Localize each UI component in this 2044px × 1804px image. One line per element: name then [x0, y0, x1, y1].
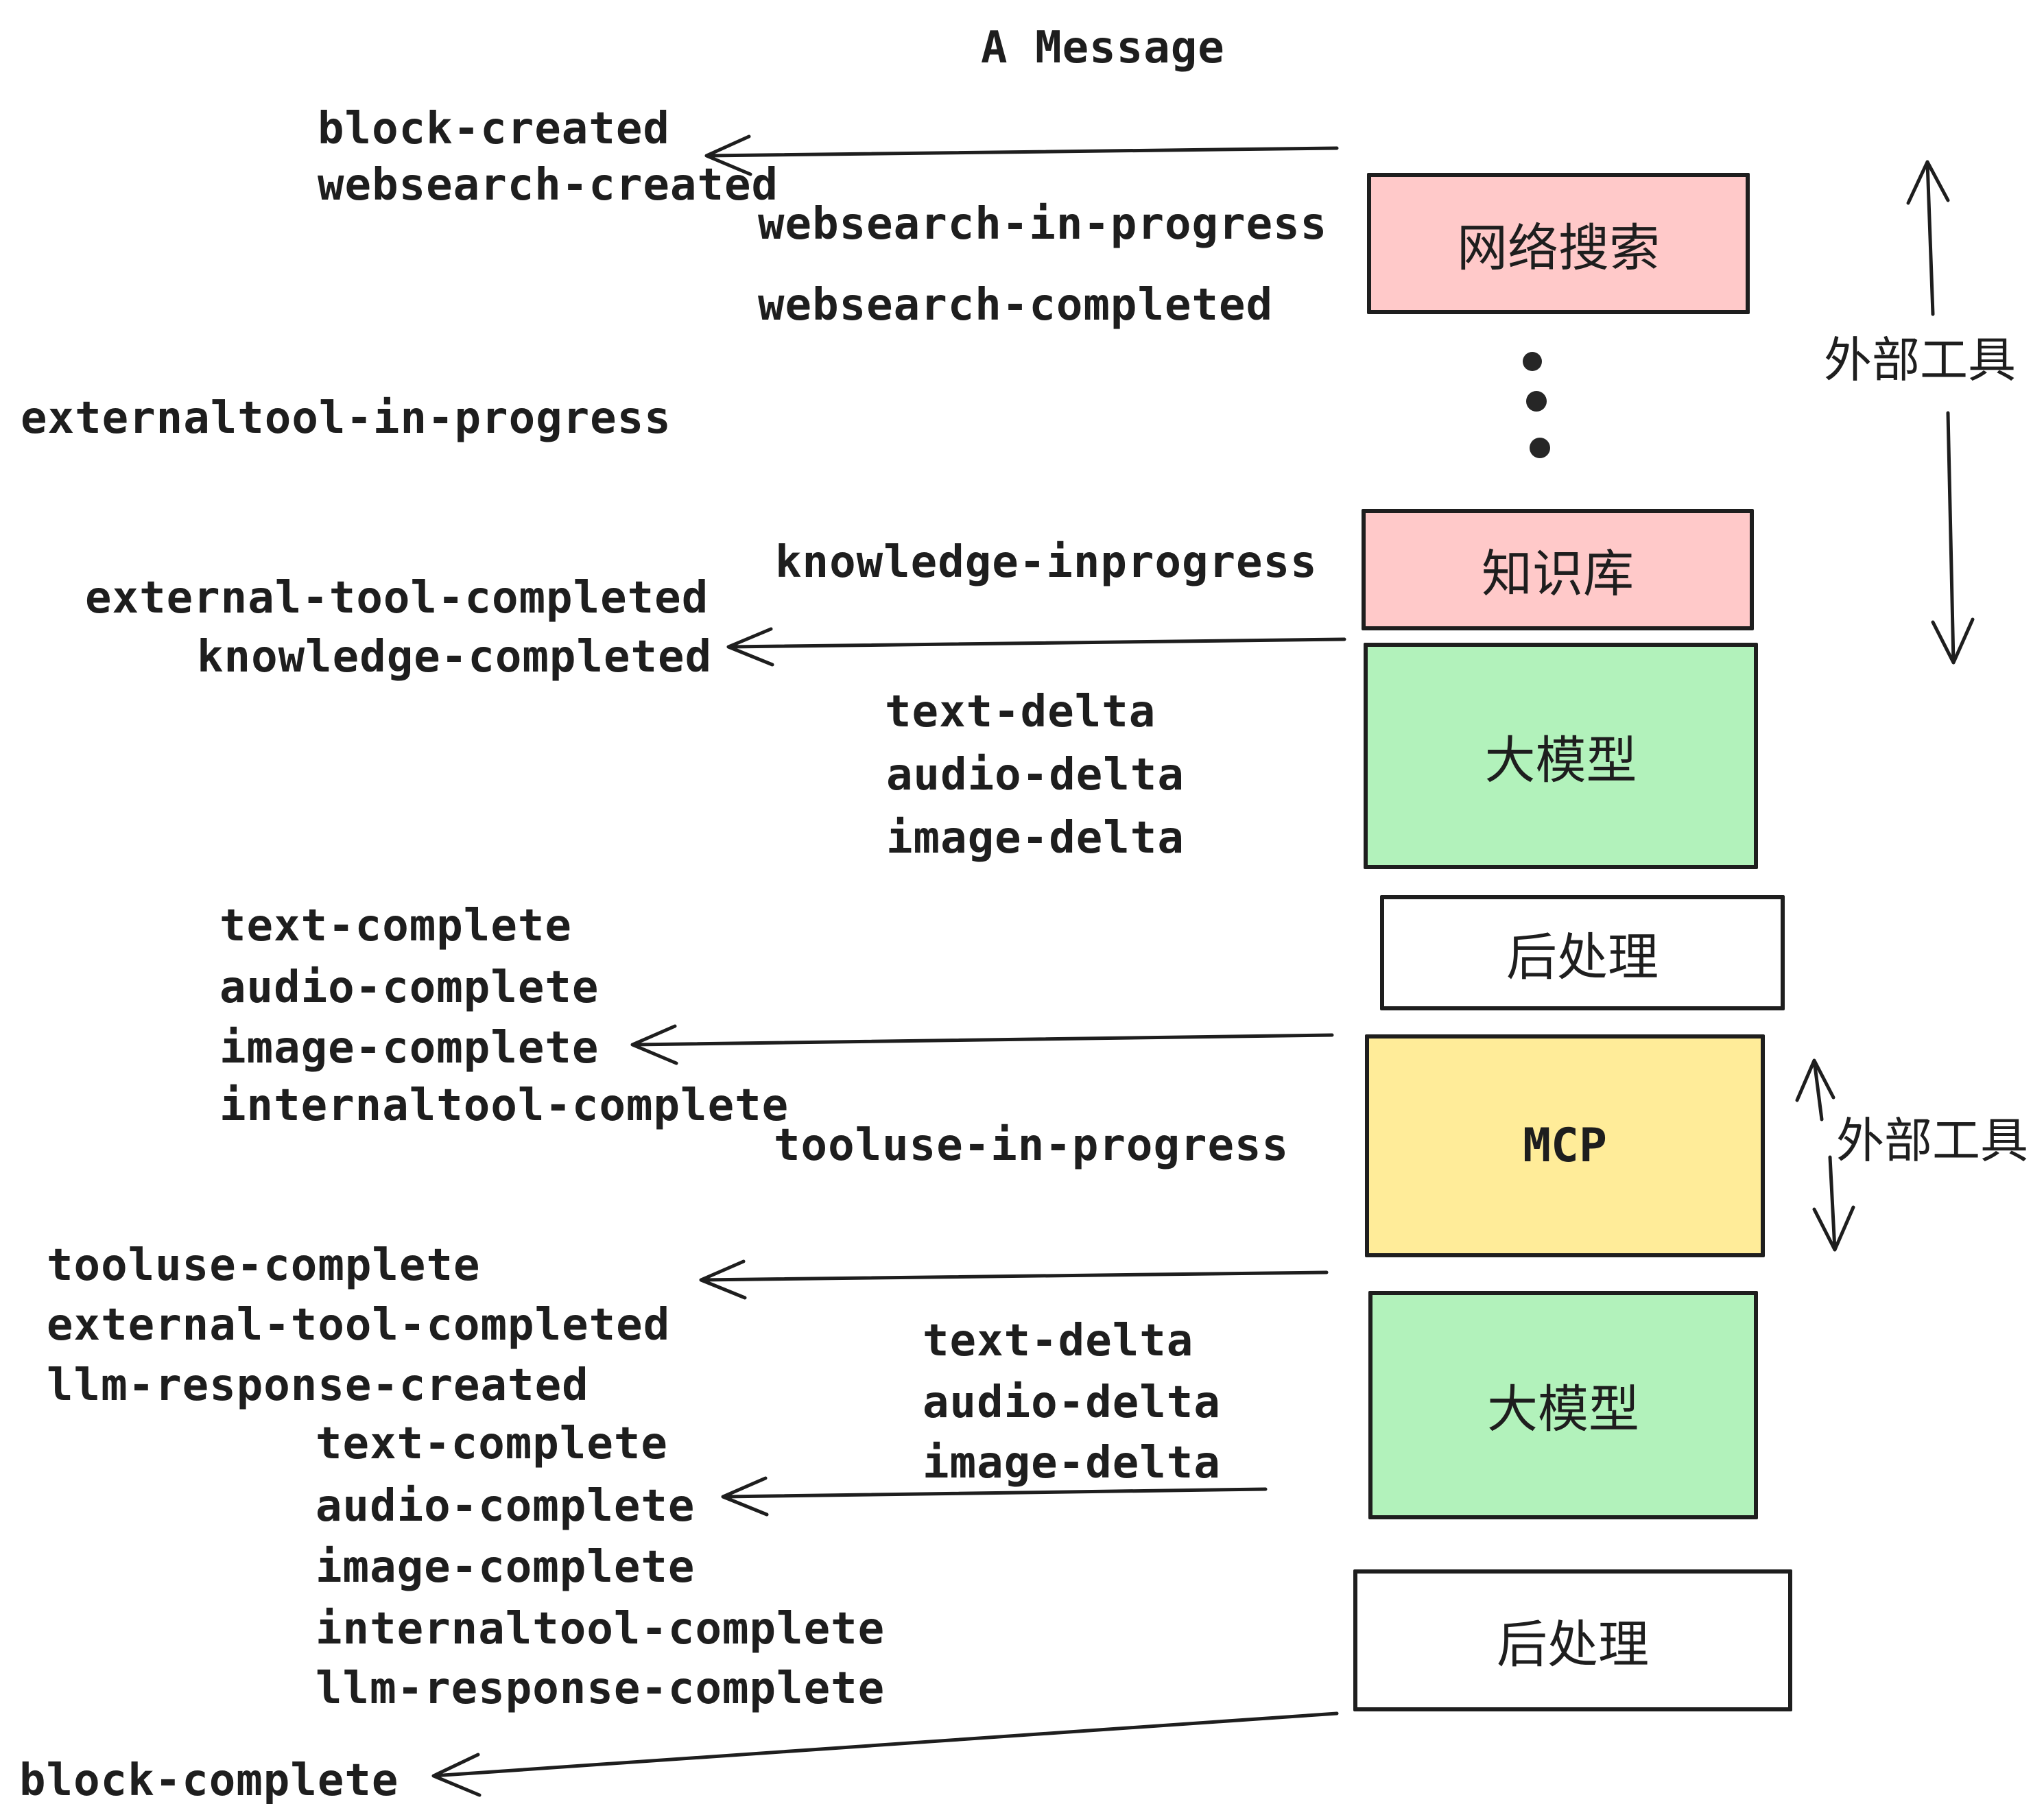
external-tools-down-arrow-2: [1812, 1155, 1855, 1252]
label-audio-complete-2: audio-complete: [316, 1481, 696, 1532]
label-text-delta: text-delta: [885, 687, 1156, 737]
external-tools-label-1: 外部工具: [1824, 332, 2016, 388]
box-llm-2: 大模型: [1368, 1291, 1758, 1519]
label-knowledge-inprogress: knowledge-inprogress: [775, 537, 1318, 588]
external-tools-up-arrow-2: [1795, 1058, 1835, 1121]
label-image-complete-2: image-complete: [316, 1542, 696, 1593]
box-knowledge: 知识库: [1362, 509, 1754, 630]
arrow-block-complete: [431, 1711, 1339, 1797]
label-image-complete: image-complete: [219, 1023, 599, 1073]
box-llm-1: 大模型: [1364, 643, 1758, 869]
box-postprocess-1-label: 后处理: [1506, 927, 1659, 987]
box-llm-1-label: 大模型: [1484, 731, 1637, 790]
label-external-tool-completed-2: external-tool-completed: [47, 1300, 671, 1351]
diagram-title: A Message: [981, 23, 1225, 73]
label-image-delta-2: image-delta: [923, 1438, 1221, 1488]
label-externaltool-in-progress: externaltool-in-progress: [21, 393, 672, 444]
label-llm-response-complete: llm-response-complete: [316, 1663, 886, 1714]
label-text-complete-2: text-complete: [316, 1419, 668, 1469]
label-websearch-completed: websearch-completed: [758, 280, 1274, 331]
box-postprocess-2-label: 后处理: [1497, 1615, 1649, 1674]
label-knowledge-completed: knowledge-completed: [197, 632, 713, 683]
label-tooluse-complete: tooluse-complete: [47, 1240, 481, 1291]
label-websearch-created: websearch-created: [318, 160, 779, 211]
label-audio-delta: audio-delta: [886, 750, 1185, 800]
arrow-websearch-created: [704, 134, 1339, 176]
external-tools-label-2: 外部工具: [1836, 1113, 2028, 1169]
arrow-knowledge-completed: [726, 627, 1346, 667]
box-websearch-label: 网络搜索: [1457, 218, 1660, 278]
label-block-created: block-created: [318, 104, 670, 154]
box-postprocess-1: 后处理: [1380, 895, 1785, 1010]
label-text-delta-2: text-delta: [923, 1316, 1194, 1366]
box-mcp: MCP: [1365, 1034, 1765, 1257]
box-mcp-label: MCP: [1523, 1119, 1607, 1173]
label-tooluse-in-progress: tooluse-in-progress: [774, 1120, 1290, 1171]
arrow-image-complete: [630, 1024, 1334, 1065]
label-audio-delta-2: audio-delta: [923, 1377, 1221, 1428]
label-block-complete: block-complete: [19, 1755, 399, 1804]
label-internaltool-complete: internaltool-complete: [219, 1080, 789, 1131]
box-knowledge-label: 知识库: [1482, 545, 1634, 604]
box-websearch: 网络搜索: [1367, 173, 1750, 314]
label-llm-response-created: llm-response-created: [47, 1360, 589, 1411]
external-tools-down-arrow-1: [1931, 411, 1975, 665]
label-internaltool-complete-2: internaltool-complete: [316, 1604, 886, 1654]
box-postprocess-2: 后处理: [1353, 1569, 1792, 1711]
external-tools-up-arrow-1: [1906, 160, 1950, 316]
label-audio-complete: audio-complete: [219, 962, 599, 1013]
label-external-tool-completed: external-tool-completed: [85, 573, 709, 624]
ellipsis-dots: [1523, 352, 1550, 458]
label-websearch-in-progress: websearch-in-progress: [758, 199, 1328, 250]
label-text-complete: text-complete: [219, 901, 572, 951]
arrow-tooluse-complete: [699, 1259, 1329, 1300]
label-image-delta: image-delta: [886, 813, 1185, 864]
box-llm-2-label: 大模型: [1487, 1380, 1639, 1439]
